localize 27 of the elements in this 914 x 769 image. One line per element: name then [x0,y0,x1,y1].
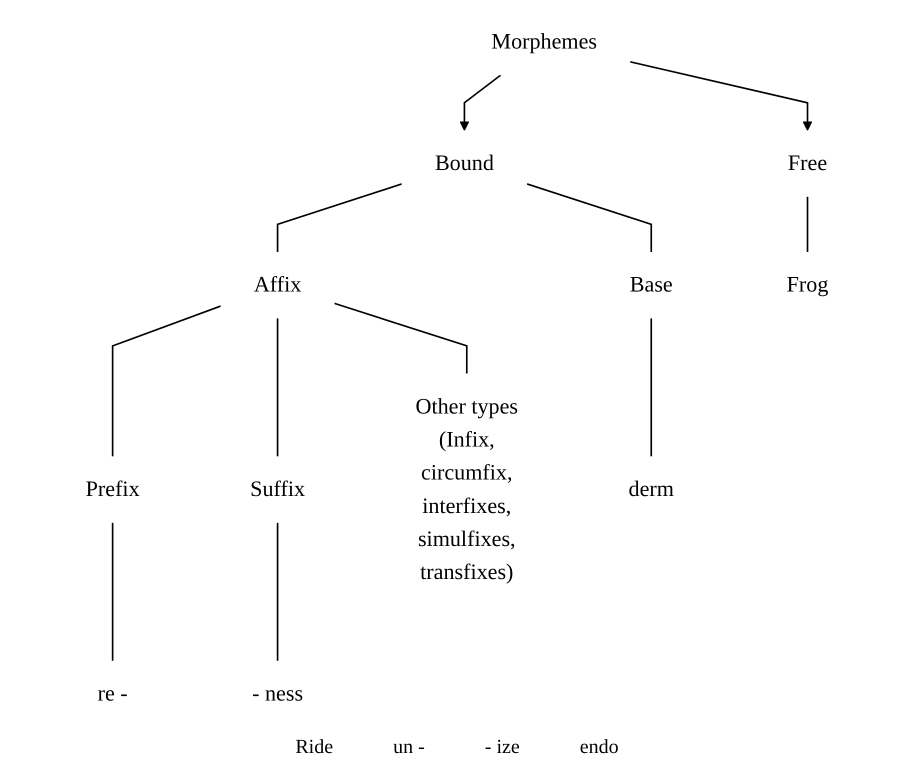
node-text: Free [788,151,828,176]
node-text: derm [628,477,674,502]
node-text: Bound [434,151,494,176]
node-text: re - [98,682,128,706]
node-text: Frog [786,272,828,298]
connector [276,318,278,456]
connector [526,183,652,252]
node-text: - ness [252,682,304,706]
node-text: Other types (Infix, circumfix, interfixes, simulfixes, transfixes) [416,394,518,585]
word-label: - ize [484,736,520,759]
node-text: Morphemes [491,30,598,54]
node-text: Affix [254,272,302,298]
word-label: endo [580,736,619,759]
node-text: Suffix [250,477,306,502]
connector [276,183,402,252]
node-text: Base [630,272,673,298]
connector [112,305,221,456]
connector [276,522,278,661]
connector [650,318,652,456]
arrow [460,74,502,131]
arrow [630,61,812,131]
connector [806,196,808,252]
word-label: un - [393,736,425,759]
connector [112,522,114,661]
word-label: Ride [295,736,334,759]
connector [334,302,468,374]
node-text: Prefix [86,477,140,502]
